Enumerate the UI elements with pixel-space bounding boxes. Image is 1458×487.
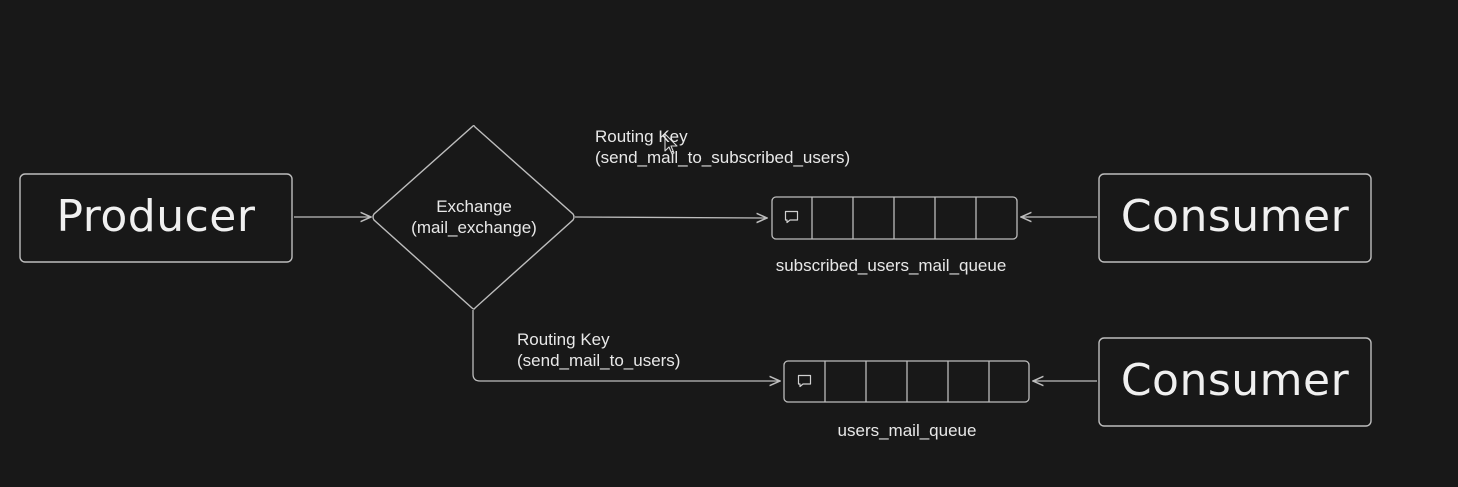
exchange-to-queue1-arrow (574, 217, 767, 218)
exchange-to-queue2-arrow (472, 310, 780, 381)
routing-key-title: Routing Key (517, 330, 610, 349)
queue-subscribed-users (771, 196, 1018, 240)
producer-label: Producer (56, 190, 256, 242)
exchange-title: Exchange (436, 197, 512, 216)
routing-key-label-2: Routing Key (send_mail_to_users) (517, 329, 680, 371)
routing-key-value: (send_mail_to_subscribed_users) (595, 148, 851, 167)
exchange-label: Exchange (mail_exchange) (374, 196, 574, 238)
consumer-box-2 (1098, 337, 1372, 427)
consumer-box-1 (1098, 173, 1372, 263)
routing-key-value: (send_mail_to_users) (517, 351, 681, 370)
cursor-icon (664, 133, 678, 155)
message-icon (797, 374, 812, 388)
queue-users (783, 360, 1030, 403)
message-icon (784, 210, 799, 224)
routing-key-title: Routing Key (595, 127, 688, 146)
queue-name-1: subscribed_users_mail_queue (775, 256, 1007, 275)
exchange-name: (mail_exchange) (411, 218, 537, 237)
routing-key-label-1: Routing Key (send_mail_to_subscribed_use… (595, 126, 850, 168)
consumer-label-1: Consumer (1120, 190, 1350, 242)
producer-box (19, 173, 293, 263)
consumer-label-2: Consumer (1120, 354, 1350, 406)
exchange-diamond (372, 124, 575, 310)
queue-name-2: users_mail_queue (837, 421, 977, 440)
